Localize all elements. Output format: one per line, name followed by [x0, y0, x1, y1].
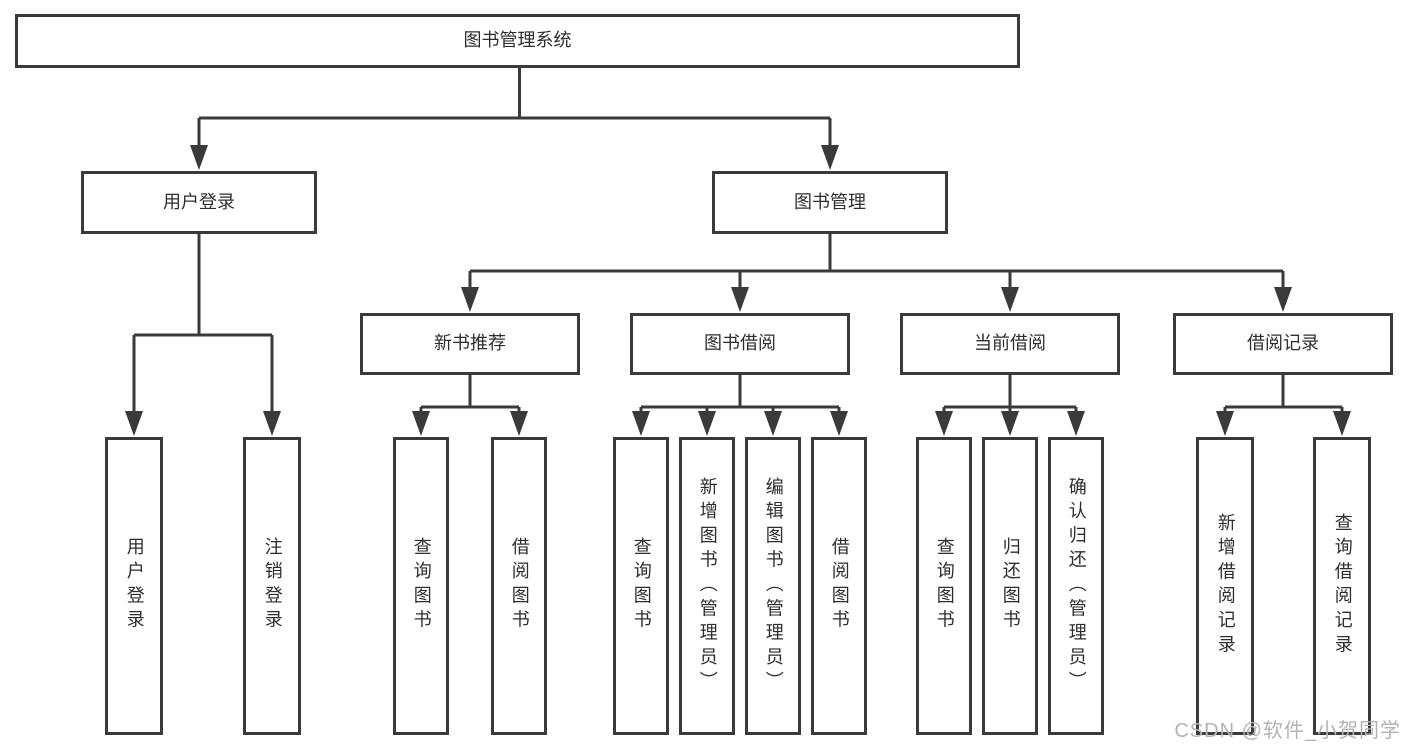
arrowheads-user-login	[125, 411, 281, 436]
leaf-return-book: 归还图书	[982, 437, 1038, 735]
leaf-borrow-book: 借阅图书	[811, 437, 867, 735]
connector-user-login	[132, 234, 274, 412]
node-user-login: 用户登录	[81, 171, 317, 234]
leaf-user-login: 用户登录	[105, 437, 163, 735]
node-current-borrow: 当前借阅	[900, 313, 1120, 375]
connector-new-book	[419, 375, 521, 412]
arrowheads-current-borrow	[935, 411, 1085, 436]
leaf-borrow-book-recommend: 借阅图书	[491, 437, 547, 735]
leaf-query-book-current: 查询图书	[916, 437, 972, 735]
leaf-logout-login: 注销登录	[243, 437, 301, 735]
arrowheads-root	[190, 145, 839, 170]
connector-root	[197, 68, 832, 146]
arrowheads-new-book	[412, 411, 528, 436]
node-book-management: 图书管理	[712, 171, 948, 234]
node-library-management-system: 图书管理系统	[15, 14, 1020, 68]
node-borrow-records: 借阅记录	[1173, 313, 1393, 375]
connector-book-management	[468, 234, 1285, 288]
arrowheads-book-management	[461, 287, 1292, 312]
leaf-edit-book-admin: 编辑图书（管理员）	[745, 437, 801, 735]
leaf-query-book-recommend: 查询图书	[393, 437, 449, 735]
leaf-confirm-return-admin: 确认归还（管理员）	[1048, 437, 1104, 735]
leaf-add-book-admin: 新增图书（管理员）	[679, 437, 735, 735]
leaf-query-book-borrow: 查询图书	[613, 437, 669, 735]
arrowheads-book-borrow	[632, 411, 848, 436]
connector-borrow-records	[1223, 375, 1344, 412]
node-book-borrow: 图书借阅	[630, 313, 850, 375]
node-new-book-recommend: 新书推荐	[360, 313, 580, 375]
csdn-watermark: CSDN @软件_小贺同学	[1174, 720, 1401, 742]
leaf-add-borrow-record: 新增借阅记录	[1196, 437, 1254, 735]
arrowheads-borrow-records	[1216, 411, 1351, 436]
connector-current-borrow	[942, 375, 1078, 412]
connector-book-borrow	[639, 375, 841, 412]
leaf-query-borrow-record: 查询借阅记录	[1313, 437, 1371, 735]
